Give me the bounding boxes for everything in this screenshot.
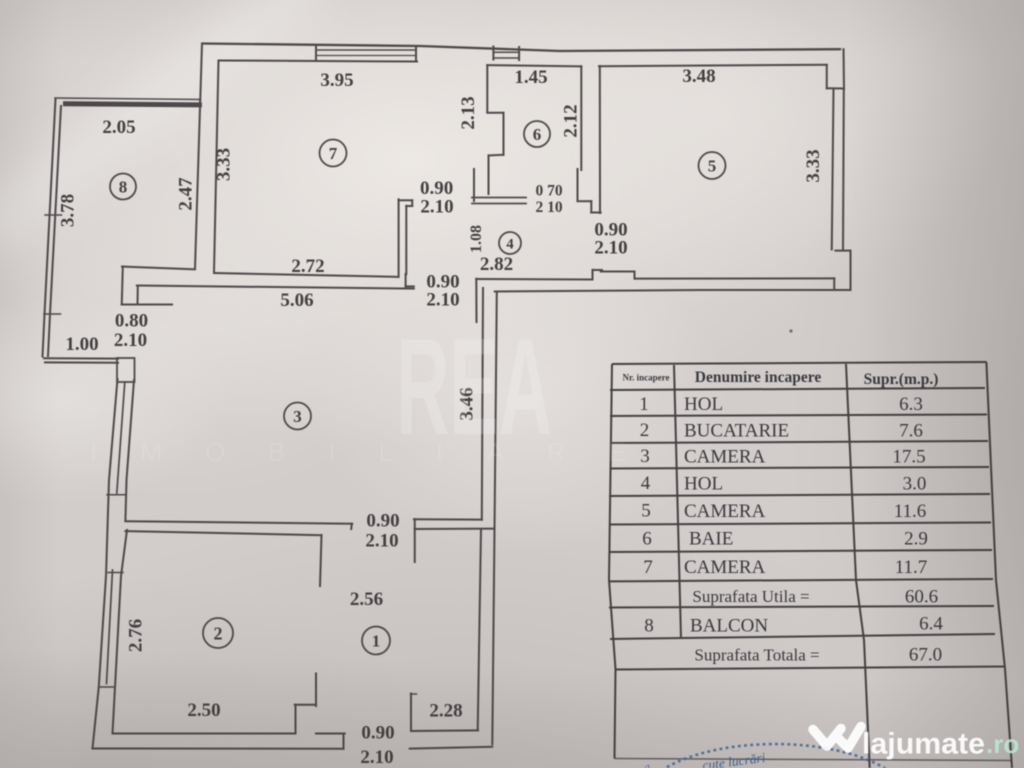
svg-text:2.72: 2.72 [291, 256, 324, 277]
svg-text:3.48: 3.48 [682, 66, 715, 87]
svg-text:CAMERA: CAMERA [684, 557, 766, 578]
svg-text:3.33: 3.33 [803, 149, 824, 182]
svg-text:2 10: 2 10 [535, 199, 562, 216]
svg-text:8: 8 [119, 178, 128, 197]
svg-text:6: 6 [533, 125, 542, 144]
svg-text:1: 1 [639, 394, 649, 415]
svg-text:BALCON: BALCON [690, 616, 768, 637]
svg-text:6: 6 [642, 529, 652, 550]
svg-text:3: 3 [640, 446, 650, 467]
svg-text:.ro: .ro [986, 729, 1019, 759]
svg-text:2.28: 2.28 [429, 701, 462, 722]
svg-text:2.12: 2.12 [561, 104, 582, 137]
svg-text:2.76: 2.76 [126, 619, 147, 652]
svg-text:2: 2 [640, 420, 650, 441]
svg-text:3.95: 3.95 [320, 70, 353, 91]
svg-text:60.6: 60.6 [905, 587, 938, 608]
svg-text:2.50: 2.50 [187, 700, 220, 721]
svg-text:3.78: 3.78 [58, 194, 79, 227]
svg-text:2.10: 2.10 [114, 330, 147, 351]
svg-text:7: 7 [329, 144, 338, 163]
svg-text:4: 4 [641, 473, 651, 494]
svg-text:7.6: 7.6 [899, 421, 923, 442]
svg-text:5: 5 [708, 157, 717, 176]
svg-text:5: 5 [641, 501, 651, 522]
svg-text:0.80: 0.80 [115, 311, 148, 332]
svg-text:5.06: 5.06 [280, 290, 313, 311]
svg-text:4: 4 [506, 237, 514, 253]
svg-text:7: 7 [643, 557, 653, 578]
svg-text:1.08: 1.08 [468, 225, 485, 253]
svg-text:0.90: 0.90 [366, 511, 399, 532]
svg-text:11.7: 11.7 [895, 557, 928, 578]
svg-text:BAIE: BAIE [689, 529, 733, 550]
svg-text:11.6: 11.6 [894, 501, 927, 522]
svg-text:Nr. incapere: Nr. incapere [623, 373, 670, 383]
svg-text:1.00: 1.00 [65, 334, 98, 355]
svg-text:cute lucrări: cute lucrări [701, 750, 766, 768]
svg-text:2.10: 2.10 [426, 290, 459, 311]
svg-text:a: a [641, 759, 652, 768]
svg-text:0.90: 0.90 [420, 178, 453, 199]
svg-text:0 70: 0 70 [535, 183, 562, 200]
svg-text:CAMERA: CAMERA [684, 501, 766, 522]
svg-text:2.10: 2.10 [360, 747, 393, 768]
svg-text:HOL: HOL [684, 474, 723, 495]
svg-text:Suprafata Totala =: Suprafata Totala = [694, 646, 819, 665]
svg-text:0.90: 0.90 [594, 220, 627, 241]
svg-text:HOL: HOL [684, 394, 723, 415]
svg-text:2.9: 2.9 [904, 529, 928, 550]
svg-text:6.4: 6.4 [919, 614, 943, 635]
svg-text:3.33: 3.33 [214, 148, 235, 181]
svg-text:2: 2 [214, 624, 223, 644]
svg-text:0.90: 0.90 [426, 272, 459, 293]
svg-text:2.10: 2.10 [365, 531, 398, 552]
svg-text:2.10: 2.10 [420, 197, 453, 218]
svg-text:2.10: 2.10 [594, 238, 627, 259]
svg-text:REA: REA [396, 310, 552, 464]
svg-text:2.47: 2.47 [176, 177, 197, 211]
svg-text:BUCATARIE: BUCATARIE [684, 421, 789, 442]
svg-text:3.46: 3.46 [457, 387, 478, 420]
svg-text:Supr.(m.p.): Supr.(m.p.) [864, 371, 939, 388]
svg-text:1: 1 [372, 632, 381, 651]
svg-text:2.05: 2.05 [102, 117, 135, 138]
svg-text:3: 3 [293, 407, 302, 426]
svg-text:CAMERA: CAMERA [684, 447, 766, 468]
svg-text:1.45: 1.45 [514, 67, 547, 88]
svg-text:Denumire incapere: Denumire incapere [695, 369, 822, 386]
svg-text:lajumate: lajumate [862, 728, 985, 761]
svg-text:67.0: 67.0 [909, 645, 942, 666]
svg-text:8: 8 [644, 616, 654, 637]
svg-text:3.0: 3.0 [903, 474, 927, 495]
svg-text:6.3: 6.3 [899, 394, 923, 415]
svg-text:IMOBILIARE: IMOBILIARE [90, 437, 669, 467]
svg-text:2.82: 2.82 [480, 254, 513, 275]
svg-text:Suprafata Utila =: Suprafata Utila = [692, 587, 809, 606]
svg-text:0.90: 0.90 [361, 723, 394, 744]
svg-text:17.5: 17.5 [892, 447, 925, 468]
svg-text:2.13: 2.13 [458, 96, 479, 129]
svg-text:2.56: 2.56 [350, 589, 383, 610]
